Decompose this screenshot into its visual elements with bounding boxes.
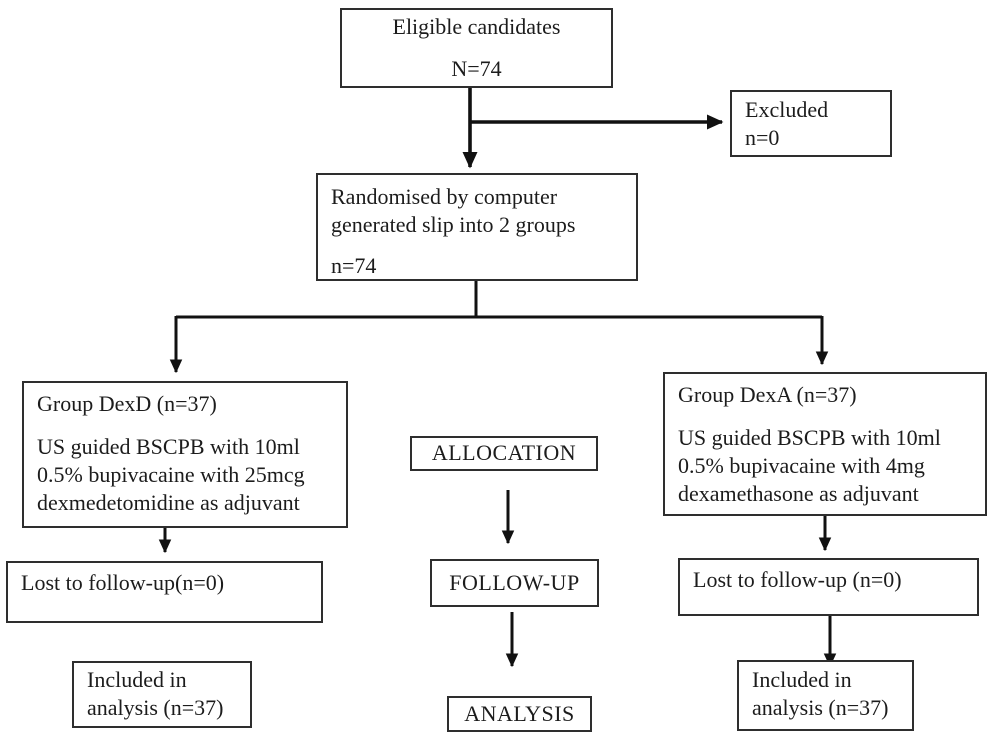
eligible-box: Eligible candidates N=74 <box>340 8 613 88</box>
excluded-box: Excluded n=0 <box>730 90 892 157</box>
group-dexa-line: 0.5% bupivacaine with 4mg <box>678 453 925 479</box>
randomised-line: generated slip into 2 groups <box>331 212 576 238</box>
excluded-label: Excluded <box>745 97 829 122</box>
group-dexa-title: Group DexA (n=37) <box>678 382 857 407</box>
analysis-label: ANALYSIS <box>464 700 575 726</box>
analysis-stage-box: ANALYSIS <box>447 696 592 732</box>
followup-stage-box: FOLLOW-UP <box>430 559 599 607</box>
group-dexd-line: US guided BSCPB with 10ml <box>37 434 300 460</box>
randomised-line: Randomised by computer <box>331 184 558 209</box>
included-left-line: Included in <box>87 667 187 692</box>
group-dexa-box: Group DexA (n=37) US guided BSCPB with 1… <box>663 372 987 516</box>
excluded-count: n=0 <box>745 125 780 151</box>
lost-followup-left-label: Lost to follow-up(n=0) <box>21 570 225 595</box>
lost-followup-right-box: Lost to follow-up (n=0) <box>678 558 979 616</box>
group-dexd-line: dexmedetomidine as adjuvant <box>37 490 300 516</box>
included-right-line: Included in <box>752 667 852 692</box>
group-dexa-line: US guided BSCPB with 10ml <box>678 425 941 451</box>
eligible-count: N=74 <box>451 55 502 81</box>
group-dexa-line: dexamethasone as adjuvant <box>678 481 919 507</box>
included-left-line: analysis (n=37) <box>87 695 224 721</box>
included-analysis-right-box: Included in analysis (n=37) <box>737 660 914 731</box>
allocation-stage-box: ALLOCATION <box>410 436 598 471</box>
lost-followup-right-label: Lost to follow-up (n=0) <box>693 567 902 592</box>
lost-followup-left-box: Lost to follow-up(n=0) <box>6 561 323 623</box>
included-analysis-left-box: Included in analysis (n=37) <box>72 661 252 728</box>
included-right-line: analysis (n=37) <box>752 695 889 721</box>
randomised-box: Randomised by computer generated slip in… <box>316 173 638 281</box>
randomised-count: n=74 <box>331 253 377 279</box>
group-dexd-title: Group DexD (n=37) <box>37 391 217 416</box>
group-dexd-line: 0.5% bupivacaine with 25mcg <box>37 462 305 488</box>
followup-label: FOLLOW-UP <box>449 569 580 595</box>
allocation-label: ALLOCATION <box>431 440 577 466</box>
eligible-title: Eligible candidates <box>392 14 561 40</box>
group-dexd-box: Group DexD (n=37) US guided BSCPB with 1… <box>22 381 348 528</box>
